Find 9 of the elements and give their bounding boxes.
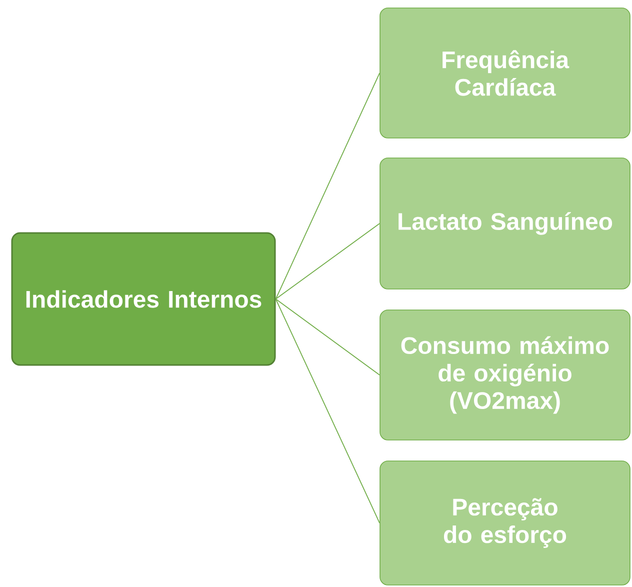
category-box: Consumo máximo de oxigénio (VO2max) [380,310,630,440]
root-box: Indicadores Internos [11,232,276,366]
category-box: Lactato Sanguíneo [380,158,630,290]
category-box: Frequência Cardíaca [380,8,630,138]
connector-line [275,72,380,300]
connector-line [275,298,380,524]
category-box: Perceção do esforço [380,460,630,586]
connector-line [275,223,380,300]
connector-line [275,298,380,376]
